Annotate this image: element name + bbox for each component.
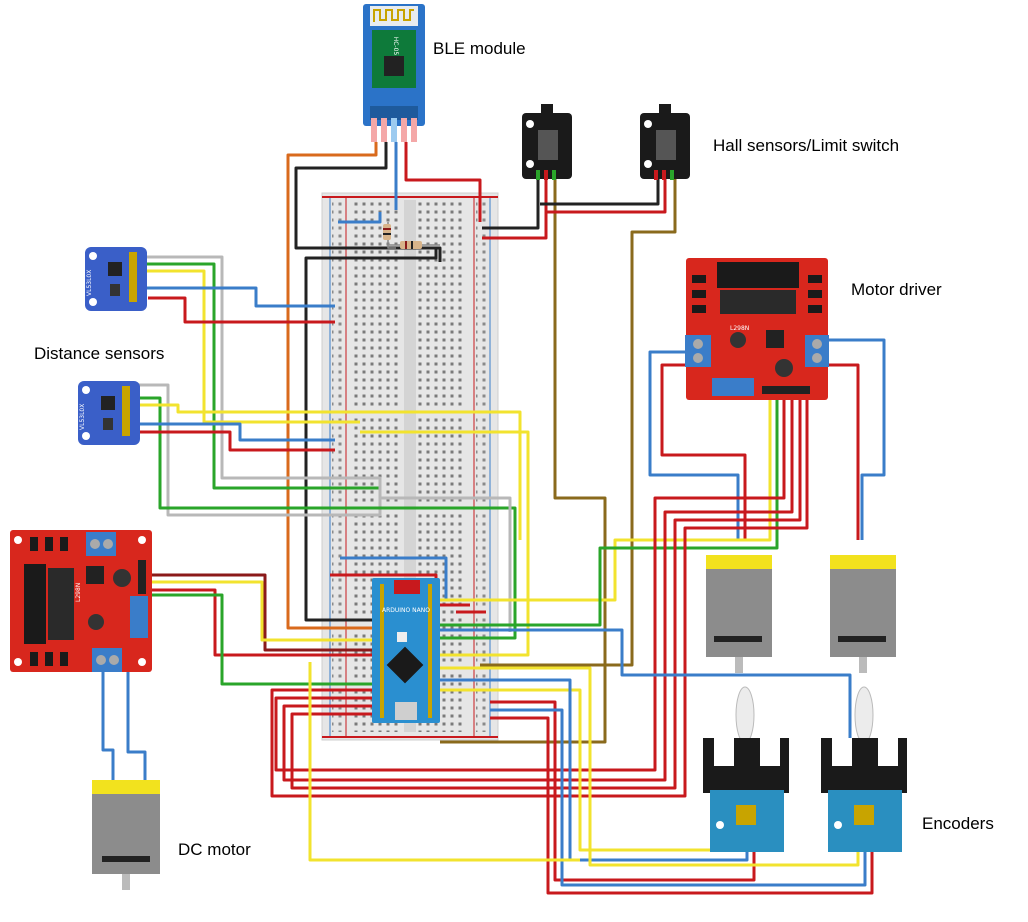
resistor-2	[388, 241, 440, 249]
dc-motor-right-1	[706, 555, 772, 673]
wire-rdriver-blue-r	[828, 338, 886, 540]
wire-yellow-bottom	[308, 662, 580, 862]
arduino-nano: ARDUINO NANO	[372, 578, 440, 723]
wire-ldriver-blue2	[126, 672, 147, 780]
wire-hall1-black	[482, 178, 540, 230]
wire-enc2-blue	[490, 708, 867, 887]
wire-tof1-yellow	[135, 269, 360, 424]
dc-motor-right-2	[830, 555, 896, 673]
wire-tof1-red	[148, 296, 335, 324]
label-encoders: Encoders	[922, 814, 994, 833]
wire-enc2-yellow	[440, 666, 860, 867]
wire-tof2-green	[135, 396, 376, 510]
encoder-2	[821, 686, 907, 852]
wire-hall2-black	[540, 178, 660, 206]
wire-drv-red1	[274, 385, 786, 772]
wire-ble-red	[404, 142, 482, 222]
nano-label: ARDUINO NANO	[382, 607, 430, 614]
wire-ble-blue-2	[338, 212, 382, 224]
wire-ldriver-yellow	[150, 580, 380, 642]
wire-ble-orange	[286, 142, 390, 630]
wire-ldriver-blue	[101, 672, 115, 780]
hall-sensor-1	[522, 104, 572, 180]
breadboard	[321, 192, 499, 741]
wire-tof1-green	[135, 262, 380, 490]
wire-drv-green	[440, 385, 779, 627]
wire-ldriver-green	[150, 593, 380, 686]
driver-right-label: L298N	[730, 325, 749, 332]
wire-tof1-blue	[135, 286, 335, 308]
ble-module: HC-05	[363, 4, 425, 142]
label-dc-motor: DC motor	[178, 840, 251, 859]
encoder-1	[703, 686, 789, 852]
wire-ldriver-darkred	[150, 573, 380, 652]
wire-hall2-red	[546, 178, 667, 214]
wire-ldriver-red	[150, 588, 380, 657]
distance-sensor-2: VL53L0X	[78, 381, 140, 445]
ble-chip-label: HC-05	[392, 37, 399, 56]
hall-sensor-2	[640, 104, 690, 180]
wire-rdriver-red-r	[828, 363, 860, 540]
wire-drv-red3	[290, 385, 802, 790]
wire-enc2-red	[490, 716, 874, 895]
wire-tof2-red	[135, 430, 335, 452]
wire-hall1-brown	[440, 178, 607, 744]
wire-grey-cross	[380, 496, 512, 632]
distance-sensor-1: VL53L0X	[85, 247, 147, 311]
tof2-label: VL53L0X	[79, 404, 86, 430]
wire-hall2-brown	[480, 178, 677, 667]
label-ble-module: BLE module	[433, 39, 526, 58]
label-hall-sensors: Hall sensors/Limit switch	[713, 136, 899, 155]
motor-driver-left: L298N	[10, 530, 152, 672]
wire-black-long	[304, 258, 380, 622]
label-motor-driver: Motor driver	[851, 280, 942, 299]
wire-green-cross	[376, 506, 517, 640]
wire-drv-red2	[282, 385, 794, 782]
tof1-label: VL53L0X	[86, 270, 93, 296]
wire-drv-red4	[270, 385, 809, 798]
wire-rdriver-red-l	[660, 363, 747, 540]
wire-hall1-red	[482, 178, 548, 240]
driver-left-label: L298N	[75, 583, 82, 602]
wires	[101, 142, 886, 895]
wire-tof2-yellow	[135, 403, 522, 540]
label-distance-sensors: Distance sensors	[34, 344, 164, 363]
wire-enc1-red	[490, 700, 756, 882]
wire-tof2-blue	[135, 422, 335, 442]
wire-ble-black	[294, 142, 442, 262]
resistor-1	[383, 224, 391, 240]
motor-driver-right: L298N	[685, 258, 829, 400]
wire-blue-enc-top	[625, 673, 852, 760]
wire-tof1-grey	[135, 255, 382, 490]
wire-tof2-grey	[128, 383, 382, 517]
dc-motor-left	[92, 780, 160, 890]
wire-yellow-cross	[360, 430, 530, 657]
wire-drv-yellow	[440, 385, 772, 602]
